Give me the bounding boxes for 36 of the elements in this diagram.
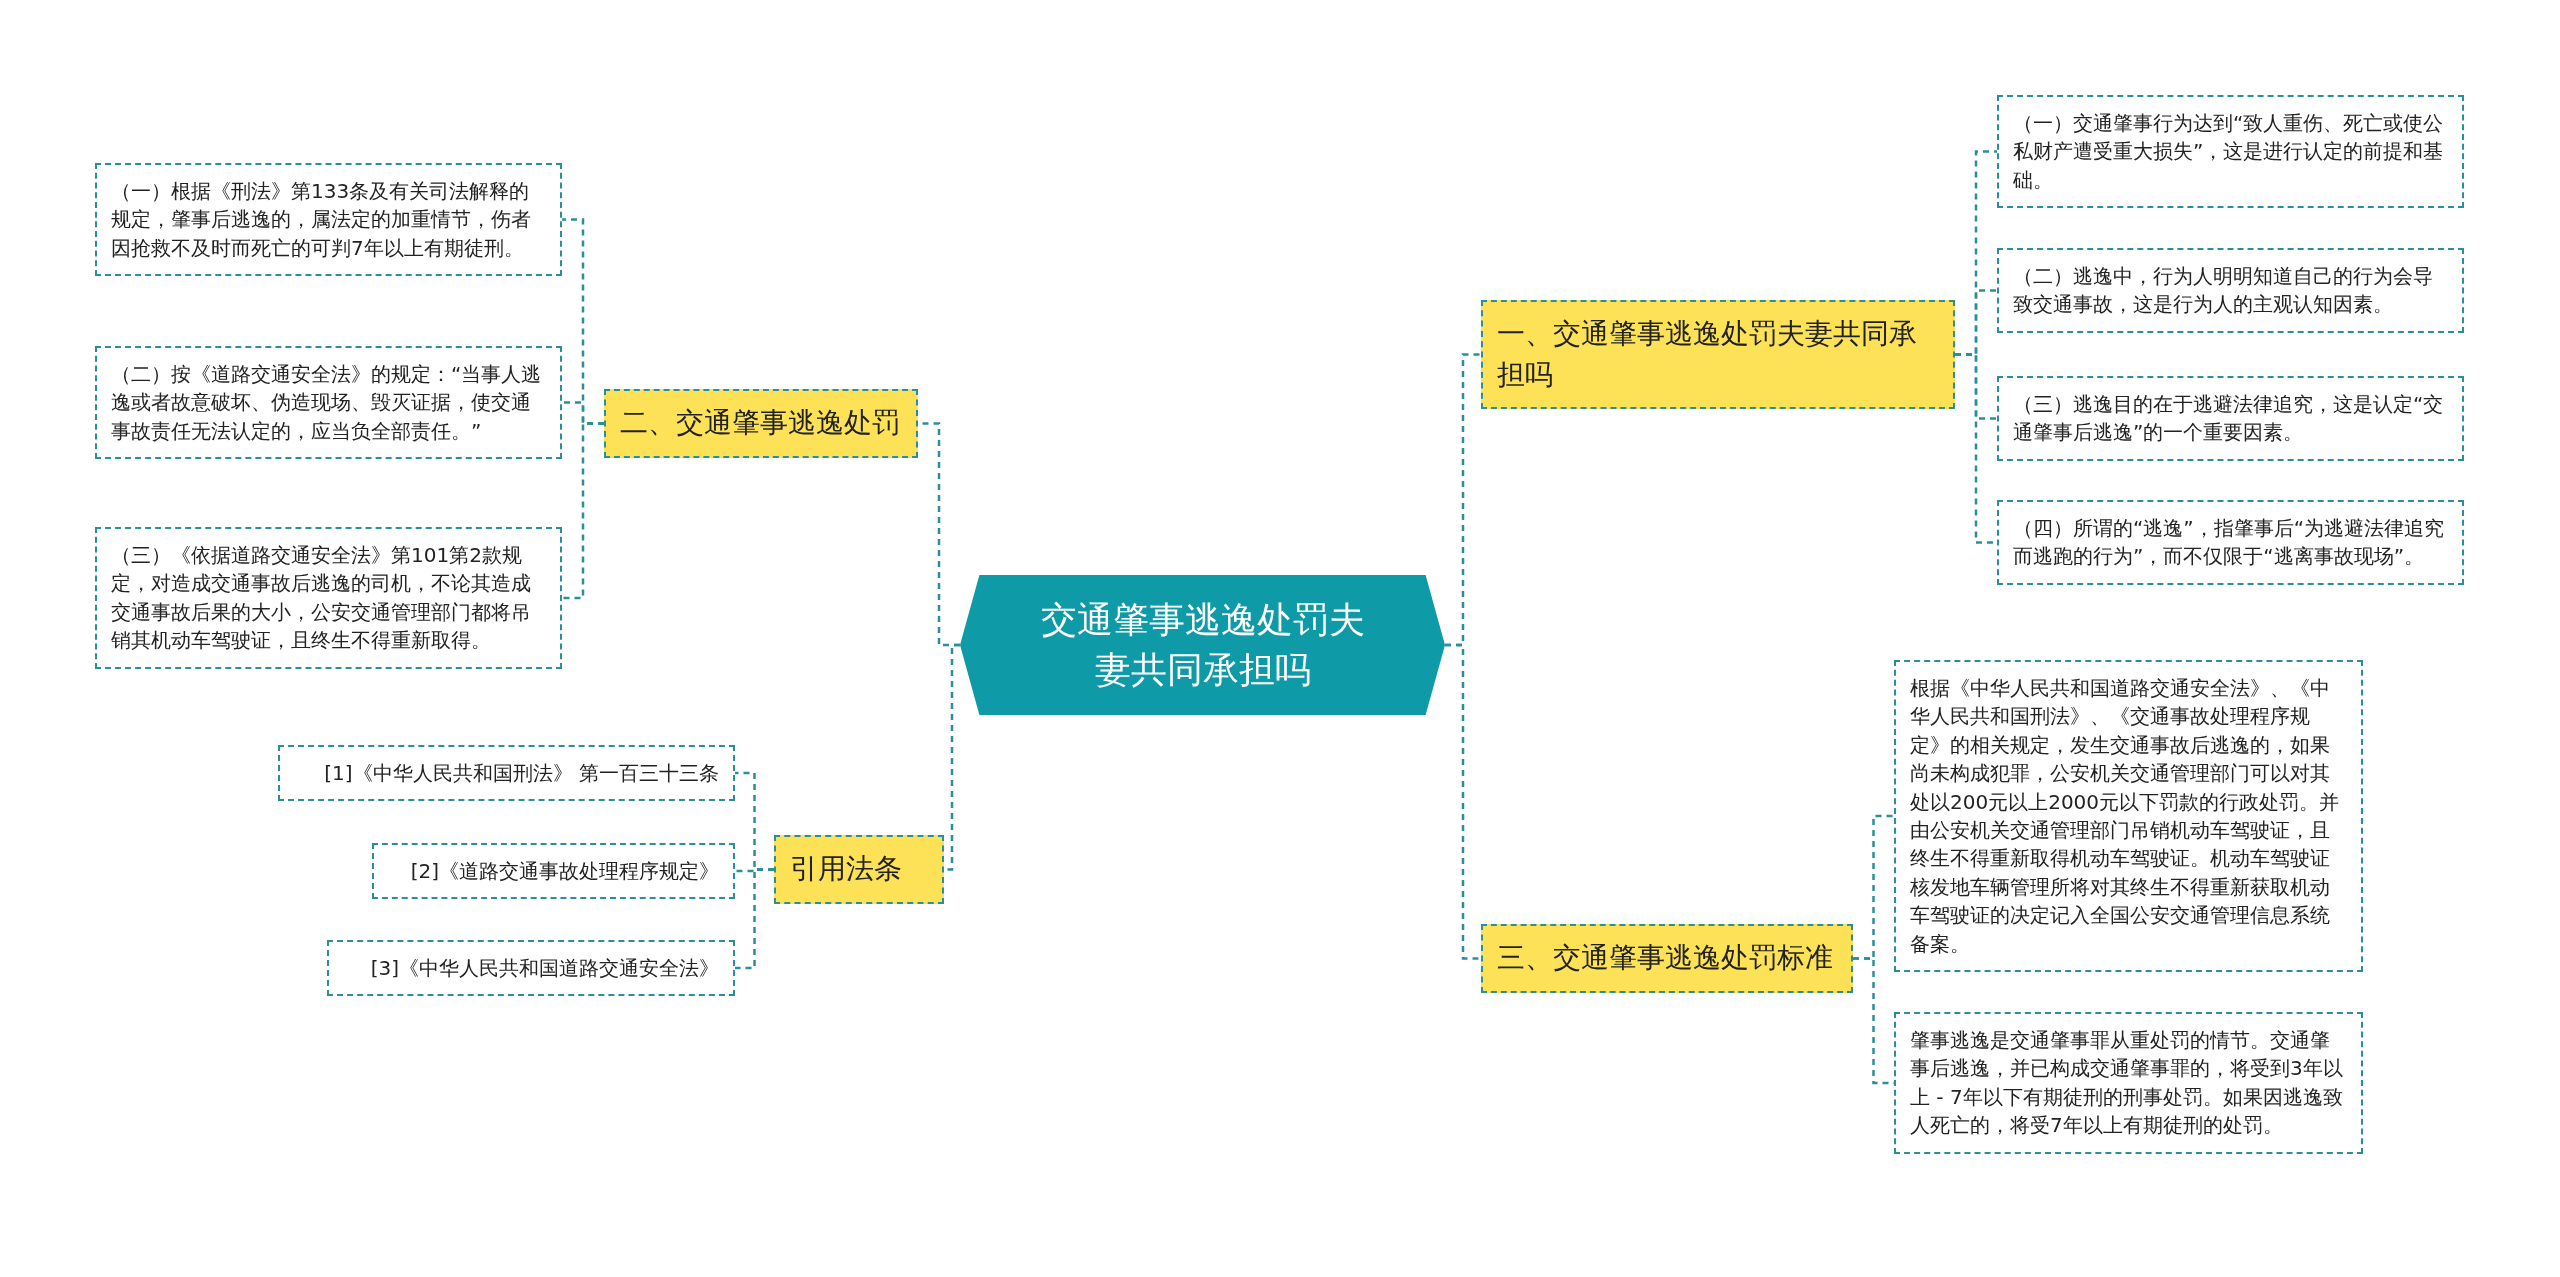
topic-title: 交通肇事逃逸处罚夫妻共同承担吗 xyxy=(1040,598,1365,690)
note-box xyxy=(1997,95,2464,209)
node-text: 根据《中华人民共和国道路交通安全法》、《中华人民共和国刑法》、《交通事故处理程序规定》的相关规定，发生交通事故后逃逸的，如果尚未构成犯罪，公安机关交通管理部门可以对其处以200元以上2000元以下罚款的行政处罚。并由公安机关交通管理部门吊销机动车驾驶证，且终生不得重新取得机动车驾驶证。机动车驾驶证核发地车辆管理所将对其终生不得重新获取机动车驾驶证的决定记入全国公安交通管理信息系统备案。 xyxy=(1910,676,2340,956)
connector-line xyxy=(562,422,604,600)
note-box xyxy=(327,940,735,997)
node-text: 二、交通肇事逃逸处罚 xyxy=(620,406,900,439)
node-text: [1]《中华人民共和国刑法》 第一百三十三条 xyxy=(324,761,719,785)
note-box xyxy=(95,346,562,460)
topic-box xyxy=(1481,924,1853,993)
node-text: （二）逃逸中，行为人明明知道自己的行为会导致交通事故，这是行为人的主观认知因素。 xyxy=(2013,264,2433,317)
note-box xyxy=(372,843,735,900)
connector-line xyxy=(1445,643,1481,960)
note-box xyxy=(95,163,562,277)
note-box xyxy=(95,527,562,669)
node-text: （三）逃逸目的在于逃避法律追究，这是认定“交通肇事后逃逸”的一个重要因素。 xyxy=(2013,392,2444,445)
node-text: 三、交通肇事逃逸处罚标准 xyxy=(1497,941,1833,974)
note-box xyxy=(1894,660,2363,972)
node-text: （二）按《道路交通安全法》的规定：“当事人逃逸或者故意破坏、伪造现场、毁灭证据，使交通事故责任无法认定的，应当负全部责任。” xyxy=(111,362,542,443)
note-box xyxy=(278,745,735,802)
note-box xyxy=(1997,376,2464,461)
node-text: [2]《道路交通事故处理程序规定》 xyxy=(410,859,719,883)
node-text: [3]《中华人民共和国道路交通安全法》 xyxy=(370,956,719,980)
note-box xyxy=(1997,500,2464,585)
topic-box xyxy=(604,389,918,458)
node-text: 一、交通肇事逃逸处罚夫妻共同承担吗 xyxy=(1497,317,1917,391)
node-text: 引用法条 xyxy=(790,852,902,885)
topic-box xyxy=(774,835,944,904)
connector-line xyxy=(735,868,774,970)
note-box xyxy=(1894,1012,2363,1154)
topic-box xyxy=(1481,300,1955,410)
node-text: （四）所谓的“逃逸”，指肇事后“为逃避法律追究而逃跑的行为”，而不仅限于“逃离事故现场”。 xyxy=(2013,516,2445,569)
node-text: （三）《依据道路交通安全法》第101第2款规定，对造成交通事故后逃逸的司机，不论其造成交通事故后果的大小，公安交通管理部门都将吊销其机动车驾驶证，且终生不得重新取得。 xyxy=(111,543,531,653)
note-box xyxy=(1997,248,2464,333)
node-text: 肇事逃逸是交通肇事罪从重处罚的情节。交通肇事后逃逸，并已构成交通肇事罪的，将受到3年以上 - 7年以下有期徒刑的刑事处罚。如果因逃逸致人死亡的，将受7年以上有期徒刑的处罚。 xyxy=(1910,1028,2343,1138)
node-text: （一）根据《刑法》第133条及有关司法解释的规定，肇事后逃逸的，属法定的加重情节，伤者因抢救不及时而死亡的可判7年以上有期徒刑。 xyxy=(111,179,531,260)
node-text: （一）交通肇事行为达到“致人重伤、死亡或使公私财产遭受重大损失”，这是进行认定的前提和基础。 xyxy=(2013,111,2444,192)
